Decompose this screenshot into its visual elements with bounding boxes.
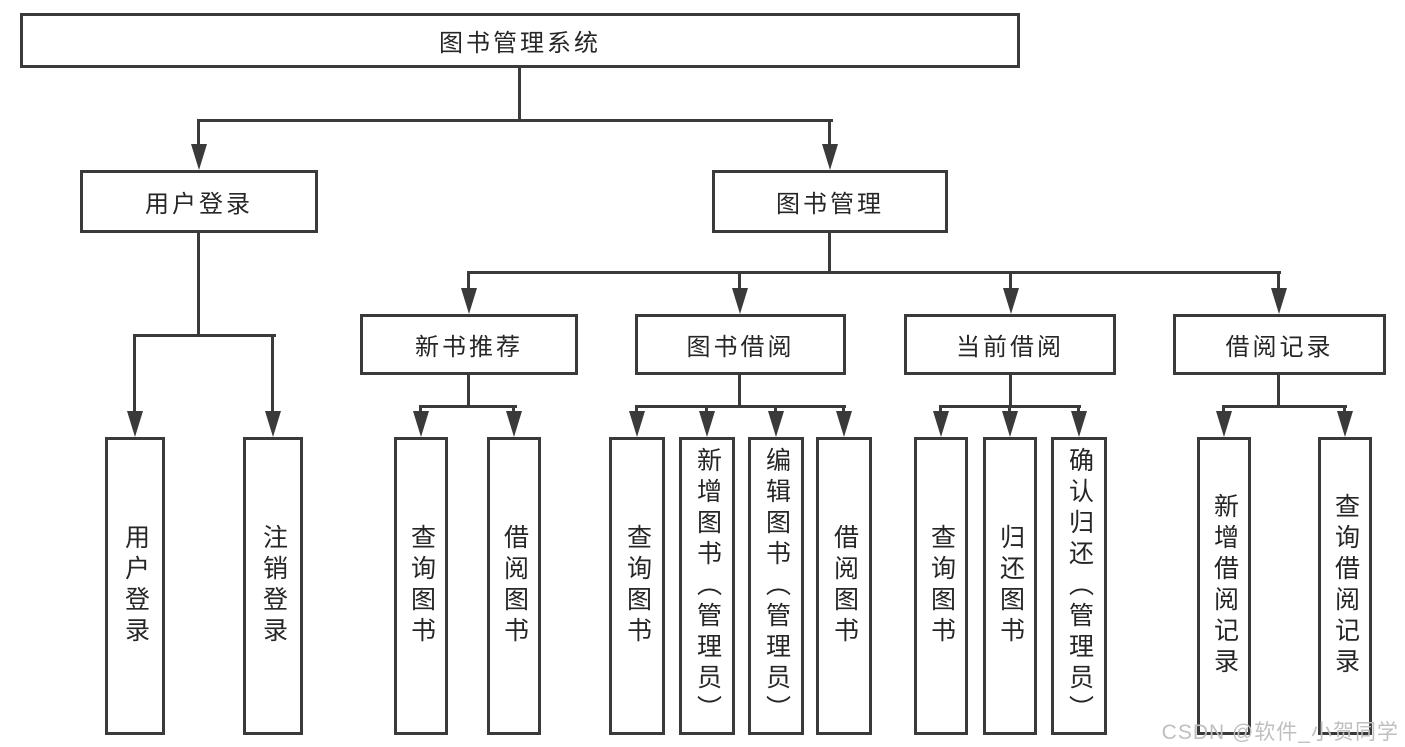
connector-line [1222,405,1225,415]
connector-line [197,119,200,147]
connector-line [774,405,777,415]
connector-line [1343,405,1346,415]
node-user-login-branch: 用户登录 [80,170,318,233]
connector-line [635,405,846,408]
node-book-borrow: 图书借阅 [635,314,846,375]
connector-line [1009,373,1012,407]
arrowhead-down-icon [1003,288,1019,314]
leaf-user-login-label: 用户登录 [121,524,150,648]
leaf-query-books-1: 查询图书 [394,437,448,735]
leaf-logout-label: 注销登录 [259,524,288,648]
watermark: CSDN @软件_小贺同学 [1161,721,1399,744]
node-borrow-records: 借阅记录 [1173,314,1386,375]
connector-line [467,271,470,290]
connector-line [1008,405,1011,415]
leaf-query-books-3-label: 查询图书 [927,524,956,648]
node-book-management: 图书管理 [712,170,948,233]
leaf-add-borrow-record: 新增借阅记录 [1197,437,1251,735]
connector-line [133,334,136,414]
connector-line [419,405,422,415]
leaf-query-books-1-label: 查询图书 [407,524,436,648]
leaf-user-login: 用户登录 [105,437,165,735]
arrowhead-down-icon [191,144,207,170]
connector-line [1009,271,1012,290]
leaf-query-borrow-record: 查询借阅记录 [1318,437,1372,735]
connector-line [271,334,274,414]
leaf-edit-book-admin-label: 编辑图书（管理员） [762,446,791,726]
connector-line [828,231,831,273]
connector-line [1277,271,1280,290]
leaf-add-book-admin: 新增图书（管理员） [679,437,735,735]
node-new-book-recommend-label: 新书推荐 [415,334,523,361]
leaf-confirm-return-admin: 确认归还（管理员） [1051,437,1107,735]
connector-line [738,271,741,290]
node-root: 图书管理系统 [20,13,1020,68]
node-root-label: 图书管理系统 [439,30,601,57]
connector-line [419,405,517,408]
arrowhead-down-icon [1337,411,1353,437]
arrowhead-down-icon [629,411,645,437]
connector-line [467,271,1281,274]
leaf-return-books: 归还图书 [983,437,1037,735]
arrowhead-down-icon [1002,411,1018,437]
connector-line [635,405,638,415]
arrowhead-down-icon [413,411,429,437]
node-book-management-label: 图书管理 [776,191,884,218]
node-current-borrow: 当前借阅 [904,314,1116,375]
arrowhead-down-icon [1071,411,1087,437]
connector-line [1077,405,1080,415]
arrowhead-down-icon [768,411,784,437]
node-user-login-branch-label: 用户登录 [145,191,253,218]
connector-line [705,405,708,415]
connector-line [197,119,833,122]
arrowhead-down-icon [1271,288,1287,314]
connector-line [738,373,741,407]
leaf-borrow-books-2: 借阅图书 [816,437,872,735]
connector-line [1222,405,1347,408]
leaf-borrow-books-2-label: 借阅图书 [830,524,859,648]
arrowhead-down-icon [822,144,838,170]
node-borrow-records-label: 借阅记录 [1225,334,1334,361]
arrowhead-down-icon [127,411,143,437]
connector-line [1277,373,1280,407]
arrowhead-down-icon [732,288,748,314]
leaf-query-books-2-label: 查询图书 [623,524,652,648]
connector-line [133,334,276,337]
leaf-borrow-books-1-label: 借阅图书 [500,524,529,648]
leaf-add-borrow-record-label: 新增借阅记录 [1210,493,1239,679]
connector-line [842,405,845,415]
leaf-edit-book-admin: 编辑图书（管理员） [748,437,804,735]
leaf-query-books-2: 查询图书 [609,437,665,735]
arrowhead-down-icon [699,411,715,437]
arrowhead-down-icon [265,411,281,437]
connector-line [467,373,470,407]
arrowhead-down-icon [506,411,522,437]
node-current-borrow-label: 当前借阅 [956,334,1064,361]
node-new-book-recommend: 新书推荐 [360,314,578,375]
connector-line [828,119,831,147]
leaf-query-books-3: 查询图书 [914,437,968,735]
leaf-return-books-label: 归还图书 [996,524,1025,648]
connector-line [518,68,521,121]
arrowhead-down-icon [933,411,949,437]
leaf-borrow-books-1: 借阅图书 [487,437,541,735]
arrowhead-down-icon [461,288,477,314]
arrowhead-down-icon [836,411,852,437]
connector-line [197,231,200,336]
leaf-confirm-return-admin-label: 确认归还（管理员） [1065,446,1094,726]
connector-line [939,405,942,415]
arrowhead-down-icon [1216,411,1232,437]
leaf-logout: 注销登录 [243,437,303,735]
node-book-borrow-label: 图书借阅 [686,334,795,361]
leaf-add-book-admin-label: 新增图书（管理员） [693,446,722,726]
leaf-query-borrow-record-label: 查询借阅记录 [1331,493,1360,679]
connector-line [512,405,515,415]
